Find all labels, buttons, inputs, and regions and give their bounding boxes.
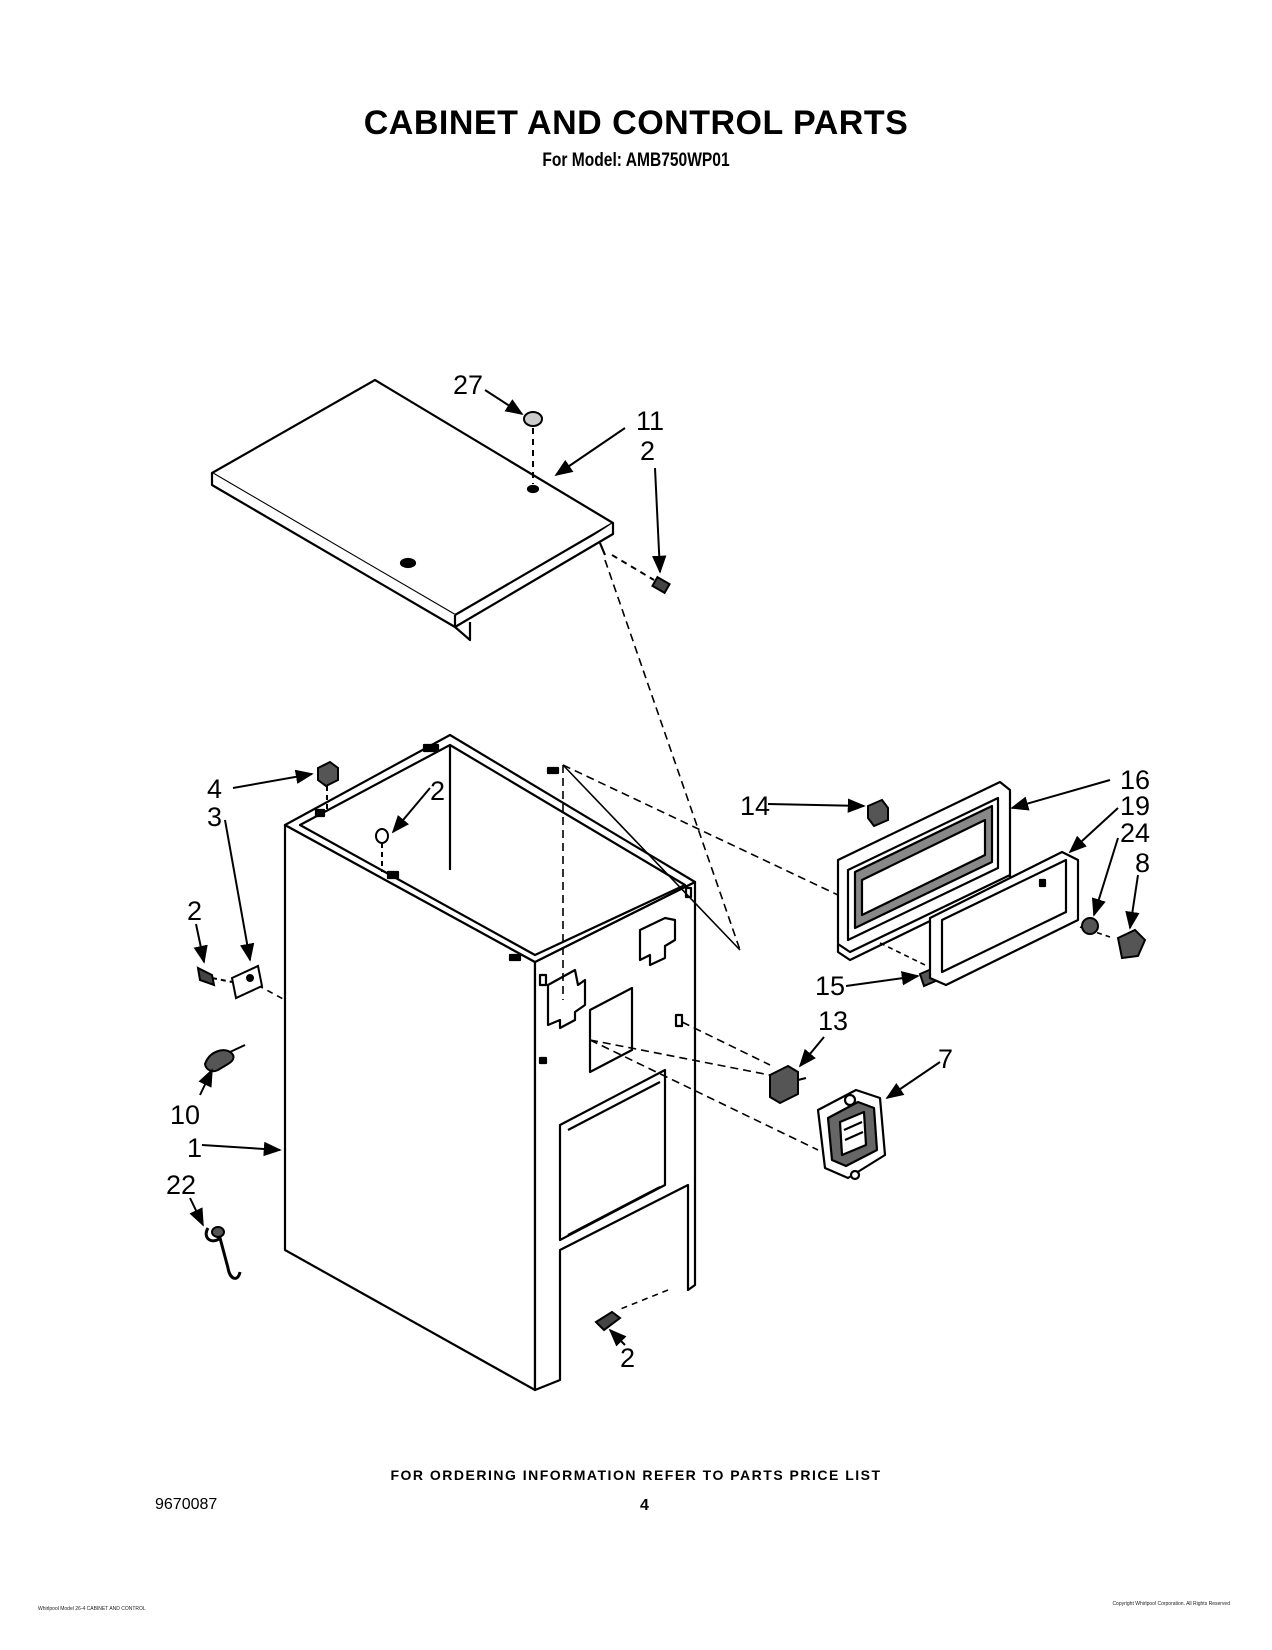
callout-19: 19 <box>1120 791 1150 821</box>
callout-2-bottom: 2 <box>620 1343 635 1373</box>
top-panel <box>210 378 615 642</box>
callout-2-top: 2 <box>640 436 655 466</box>
screw-top <box>611 554 671 595</box>
callout-15: 15 <box>815 971 845 1001</box>
callout-7: 7 <box>938 1044 953 1074</box>
fine-print-left: Whirlpool Model 26-4 CABINET AND CONTROL <box>38 1606 146 1612</box>
callout-14: 14 <box>740 791 770 821</box>
small-hardware <box>196 760 1147 1332</box>
callout-labels: 27 11 2 4 3 2 2 10 1 22 2 14 16 19 24 8 … <box>166 370 1150 1373</box>
callout-1: 1 <box>187 1133 202 1163</box>
callout-13: 13 <box>818 1006 848 1036</box>
callout-3: 3 <box>207 802 222 832</box>
callout-leader-lines <box>189 389 1140 1347</box>
callout-27: 27 <box>453 370 483 400</box>
timer-control <box>816 1088 887 1181</box>
callout-22: 22 <box>166 1170 196 1200</box>
page-title: CABINET AND CONTROL PARTS <box>363 104 909 142</box>
callout-11: 11 <box>636 406 664 436</box>
callout-8: 8 <box>1135 848 1150 878</box>
assembly-guide-lines <box>247 559 1111 1311</box>
callout-2-cabinet: 2 <box>430 776 445 806</box>
callout-2-left: 2 <box>187 896 202 926</box>
callout-10: 10 <box>170 1100 200 1130</box>
plug-button <box>523 411 543 484</box>
cabinet <box>283 733 697 1392</box>
callout-4: 4 <box>207 774 222 804</box>
model-subtitle: For Model: AMB750WP01 <box>542 150 730 171</box>
document-number: 9670087 <box>155 1496 218 1513</box>
callout-24: 24 <box>1120 818 1150 848</box>
page-number: 4 <box>640 1497 649 1514</box>
control-panel <box>836 780 1012 962</box>
ordering-note: FOR ORDERING INFORMATION REFER TO PARTS … <box>390 1467 882 1483</box>
display-window <box>928 850 1080 987</box>
fine-print-right: Copyright Whirlpool Corporation. All Rig… <box>1112 1601 1230 1607</box>
callout-16: 16 <box>1120 765 1150 795</box>
